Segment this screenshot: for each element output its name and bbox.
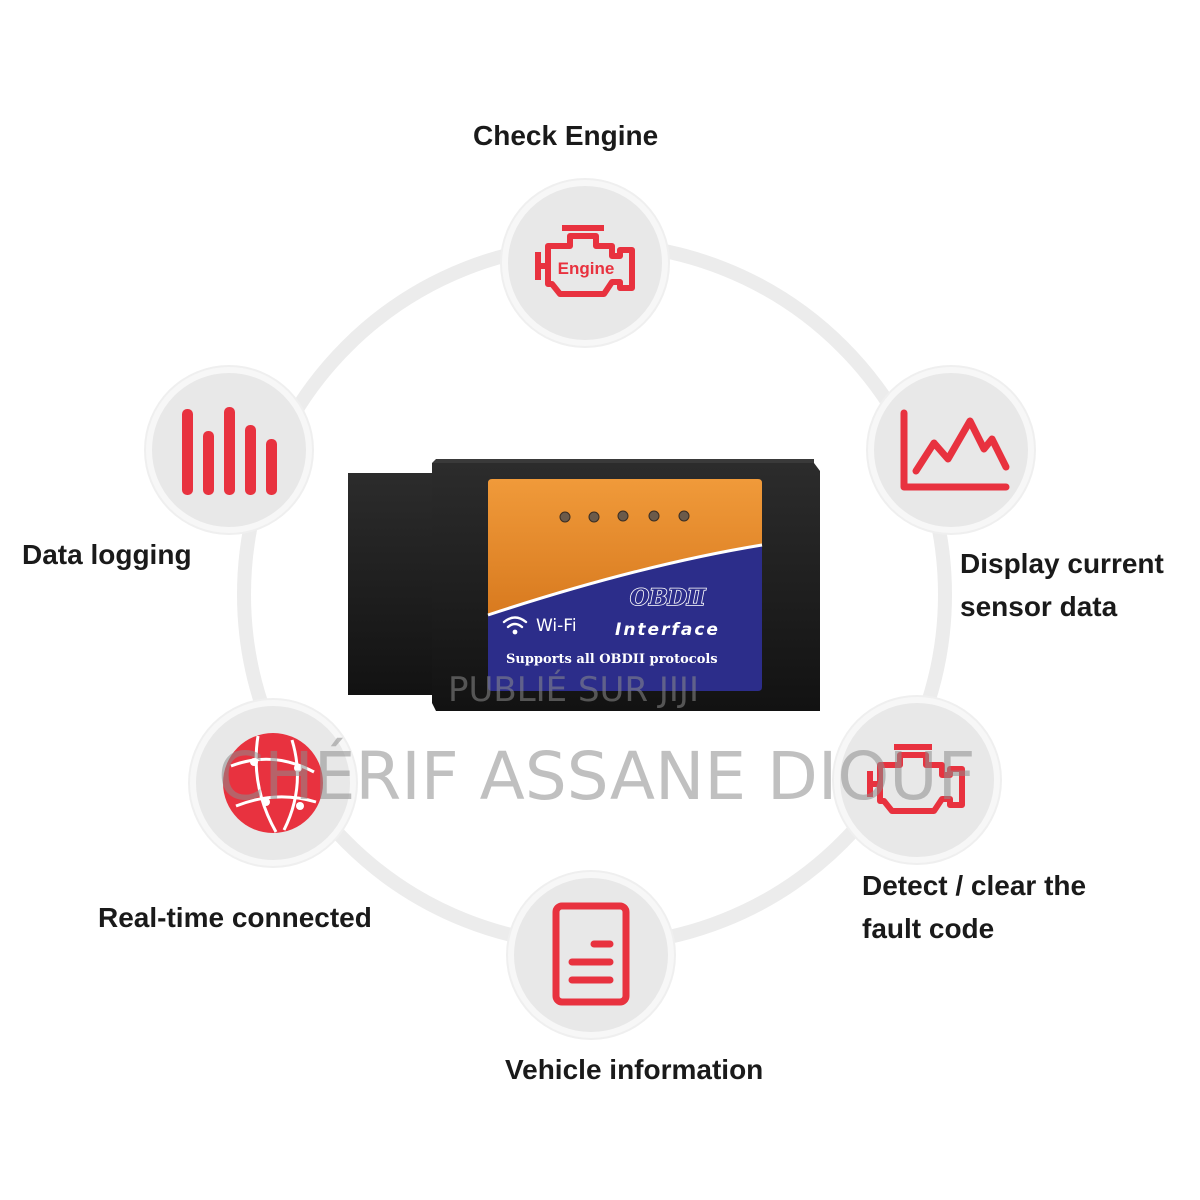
orange-label (488, 479, 762, 615)
fault-code-circle (834, 697, 1000, 863)
wifi-icon (502, 616, 528, 629)
vehicle-info-circle (508, 872, 674, 1038)
label-sensor-data: sensor data (960, 591, 1118, 622)
sensor-data-circle (868, 367, 1034, 533)
label-data-logging: Data logging (22, 539, 192, 570)
document-icon (552, 902, 630, 1006)
line-graph-icon (900, 409, 1010, 491)
engine-icon: Engine (535, 225, 635, 297)
watermark-seller: CHÉRIF ASSANE DIOUF (218, 738, 976, 815)
wifi-text: Wi-Fi (536, 616, 577, 636)
bar-chart-icon (182, 407, 277, 495)
watermark-publie: PUBLIÉ SUR JIJI (448, 670, 699, 710)
label-real-time: Real-time connected (98, 902, 372, 933)
engine-icon-text: Engine (558, 259, 615, 278)
obd-brand-text: OBDⅡ (630, 585, 707, 611)
data-logging-circle (146, 367, 312, 533)
real-time-circle (190, 700, 356, 866)
check-engine-circle: Engine (502, 180, 668, 346)
obd-connector (348, 473, 436, 695)
fault-engine-icon (867, 744, 965, 814)
obd-wifi-adapter: OBDⅡ Interface Wi-Fi Supports all OBDII … (348, 459, 820, 711)
label-fault-code: fault code (862, 913, 995, 944)
protocols-text: Supports all OBDII protocols (506, 652, 718, 667)
label-display-current: Display current (960, 548, 1164, 579)
label-check-engine: Check Engine (473, 120, 659, 151)
interface-text: Interface (615, 620, 720, 640)
status-leds (559, 510, 690, 523)
blue-label (488, 545, 762, 691)
label-vehicle-info: Vehicle information (505, 1054, 764, 1085)
label-detect-clear: Detect / clear the (862, 870, 1087, 901)
globe-network-icon (223, 733, 323, 833)
